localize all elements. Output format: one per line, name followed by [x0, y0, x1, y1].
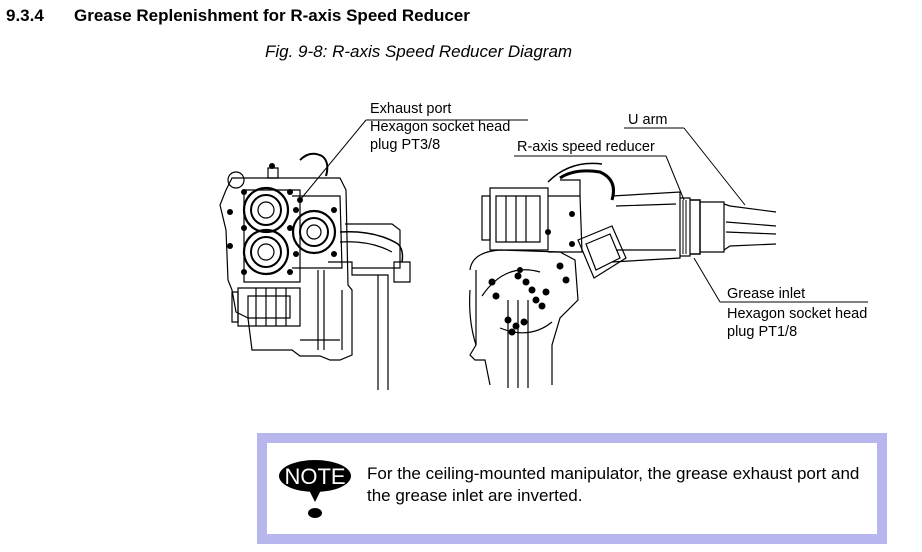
left-view-drawing	[219, 152, 411, 390]
section-title: Grease Replenishment for R-axis Speed Re…	[74, 6, 470, 25]
section-number: 9.3.4	[6, 6, 44, 25]
figure-caption: Fig. 9-8: R-axis Speed Reducer Diagram	[265, 42, 573, 61]
inlet-leader	[693, 257, 721, 303]
note-box: NOTE For the ceiling-mounted manipulator…	[257, 433, 887, 544]
note-text: For the ceiling-mounted manipulator, the…	[367, 464, 860, 505]
right-view-drawing	[469, 162, 777, 388]
u-arm-leader	[683, 127, 746, 206]
grease-inlet-label: Grease inlet Hexagon socket head plug PT…	[727, 286, 868, 340]
note-badge: NOTE	[277, 458, 353, 525]
u-arm-label: U arm	[628, 112, 668, 128]
exhaust-port-label: Exhaust port Hexagon socket head plug PT…	[370, 101, 511, 153]
reducer-leader	[665, 155, 685, 201]
note-badge-label: NOTE	[284, 464, 345, 489]
r-axis-reducer-label: R-axis speed reducer	[517, 139, 655, 155]
exhaust-leader	[299, 119, 367, 201]
section-heading: 9.3.4 Grease Replenishment for R-axis Spe…	[6, 6, 470, 26]
callout-leader-lines	[299, 119, 868, 303]
note-badge-icon: NOTE	[279, 460, 351, 518]
